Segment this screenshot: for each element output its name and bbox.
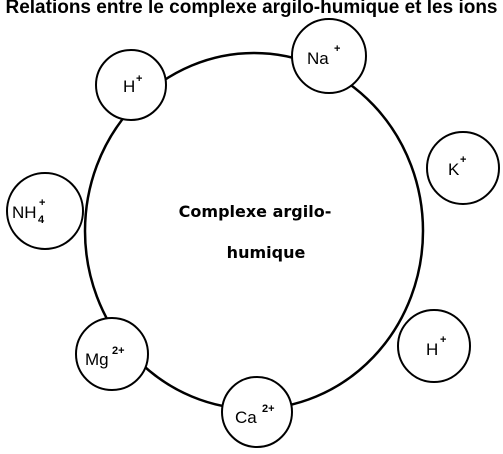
ion-ca-circle [221, 376, 293, 448]
ion-h-top-symbol: H [123, 77, 135, 96]
ion-k-charge: + [460, 154, 466, 166]
ion-ca-symbol: Ca [235, 408, 257, 427]
ion-k-circle [426, 131, 500, 205]
diagram-title: Relations entre le complexe argilo-humiq… [5, 0, 498, 18]
ion-mg: Mg 2+ [75, 317, 149, 391]
ion-nh4: NH 4 + [6, 172, 84, 250]
ion-mg-charge: 2+ [112, 345, 125, 357]
ion-h-bottom-symbol: H [426, 340, 438, 359]
ion-na-circle [291, 18, 367, 94]
ion-ca: Ca 2+ [221, 376, 293, 448]
ion-h-top-charge: + [136, 73, 142, 85]
complex-label-line1: Complexe argilo- [179, 202, 332, 221]
ion-k-symbol: K [448, 160, 460, 179]
ion-ca-charge: 2+ [262, 403, 275, 415]
ion-mg-symbol: Mg [85, 350, 109, 369]
ion-h-bottom-charge: + [440, 334, 446, 346]
ion-mg-circle [75, 317, 149, 391]
ion-na-charge: + [334, 43, 340, 55]
complex-label-line2: humique [227, 243, 306, 262]
ion-nh4-circle [6, 172, 84, 250]
ion-h-bottom: H + [397, 309, 471, 383]
ion-h-bottom-circle [397, 309, 471, 383]
ion-na: Na + [291, 18, 367, 94]
ion-h-top: H + [95, 49, 167, 121]
ion-nh4-subscript: 4 [38, 214, 45, 226]
ion-h-top-circle [95, 49, 167, 121]
ion-nh4-symbol: NH [12, 203, 37, 222]
ion-na-symbol: Na [307, 49, 329, 68]
ion-k: K + [426, 131, 500, 205]
ion-nh4-charge: + [39, 197, 45, 209]
